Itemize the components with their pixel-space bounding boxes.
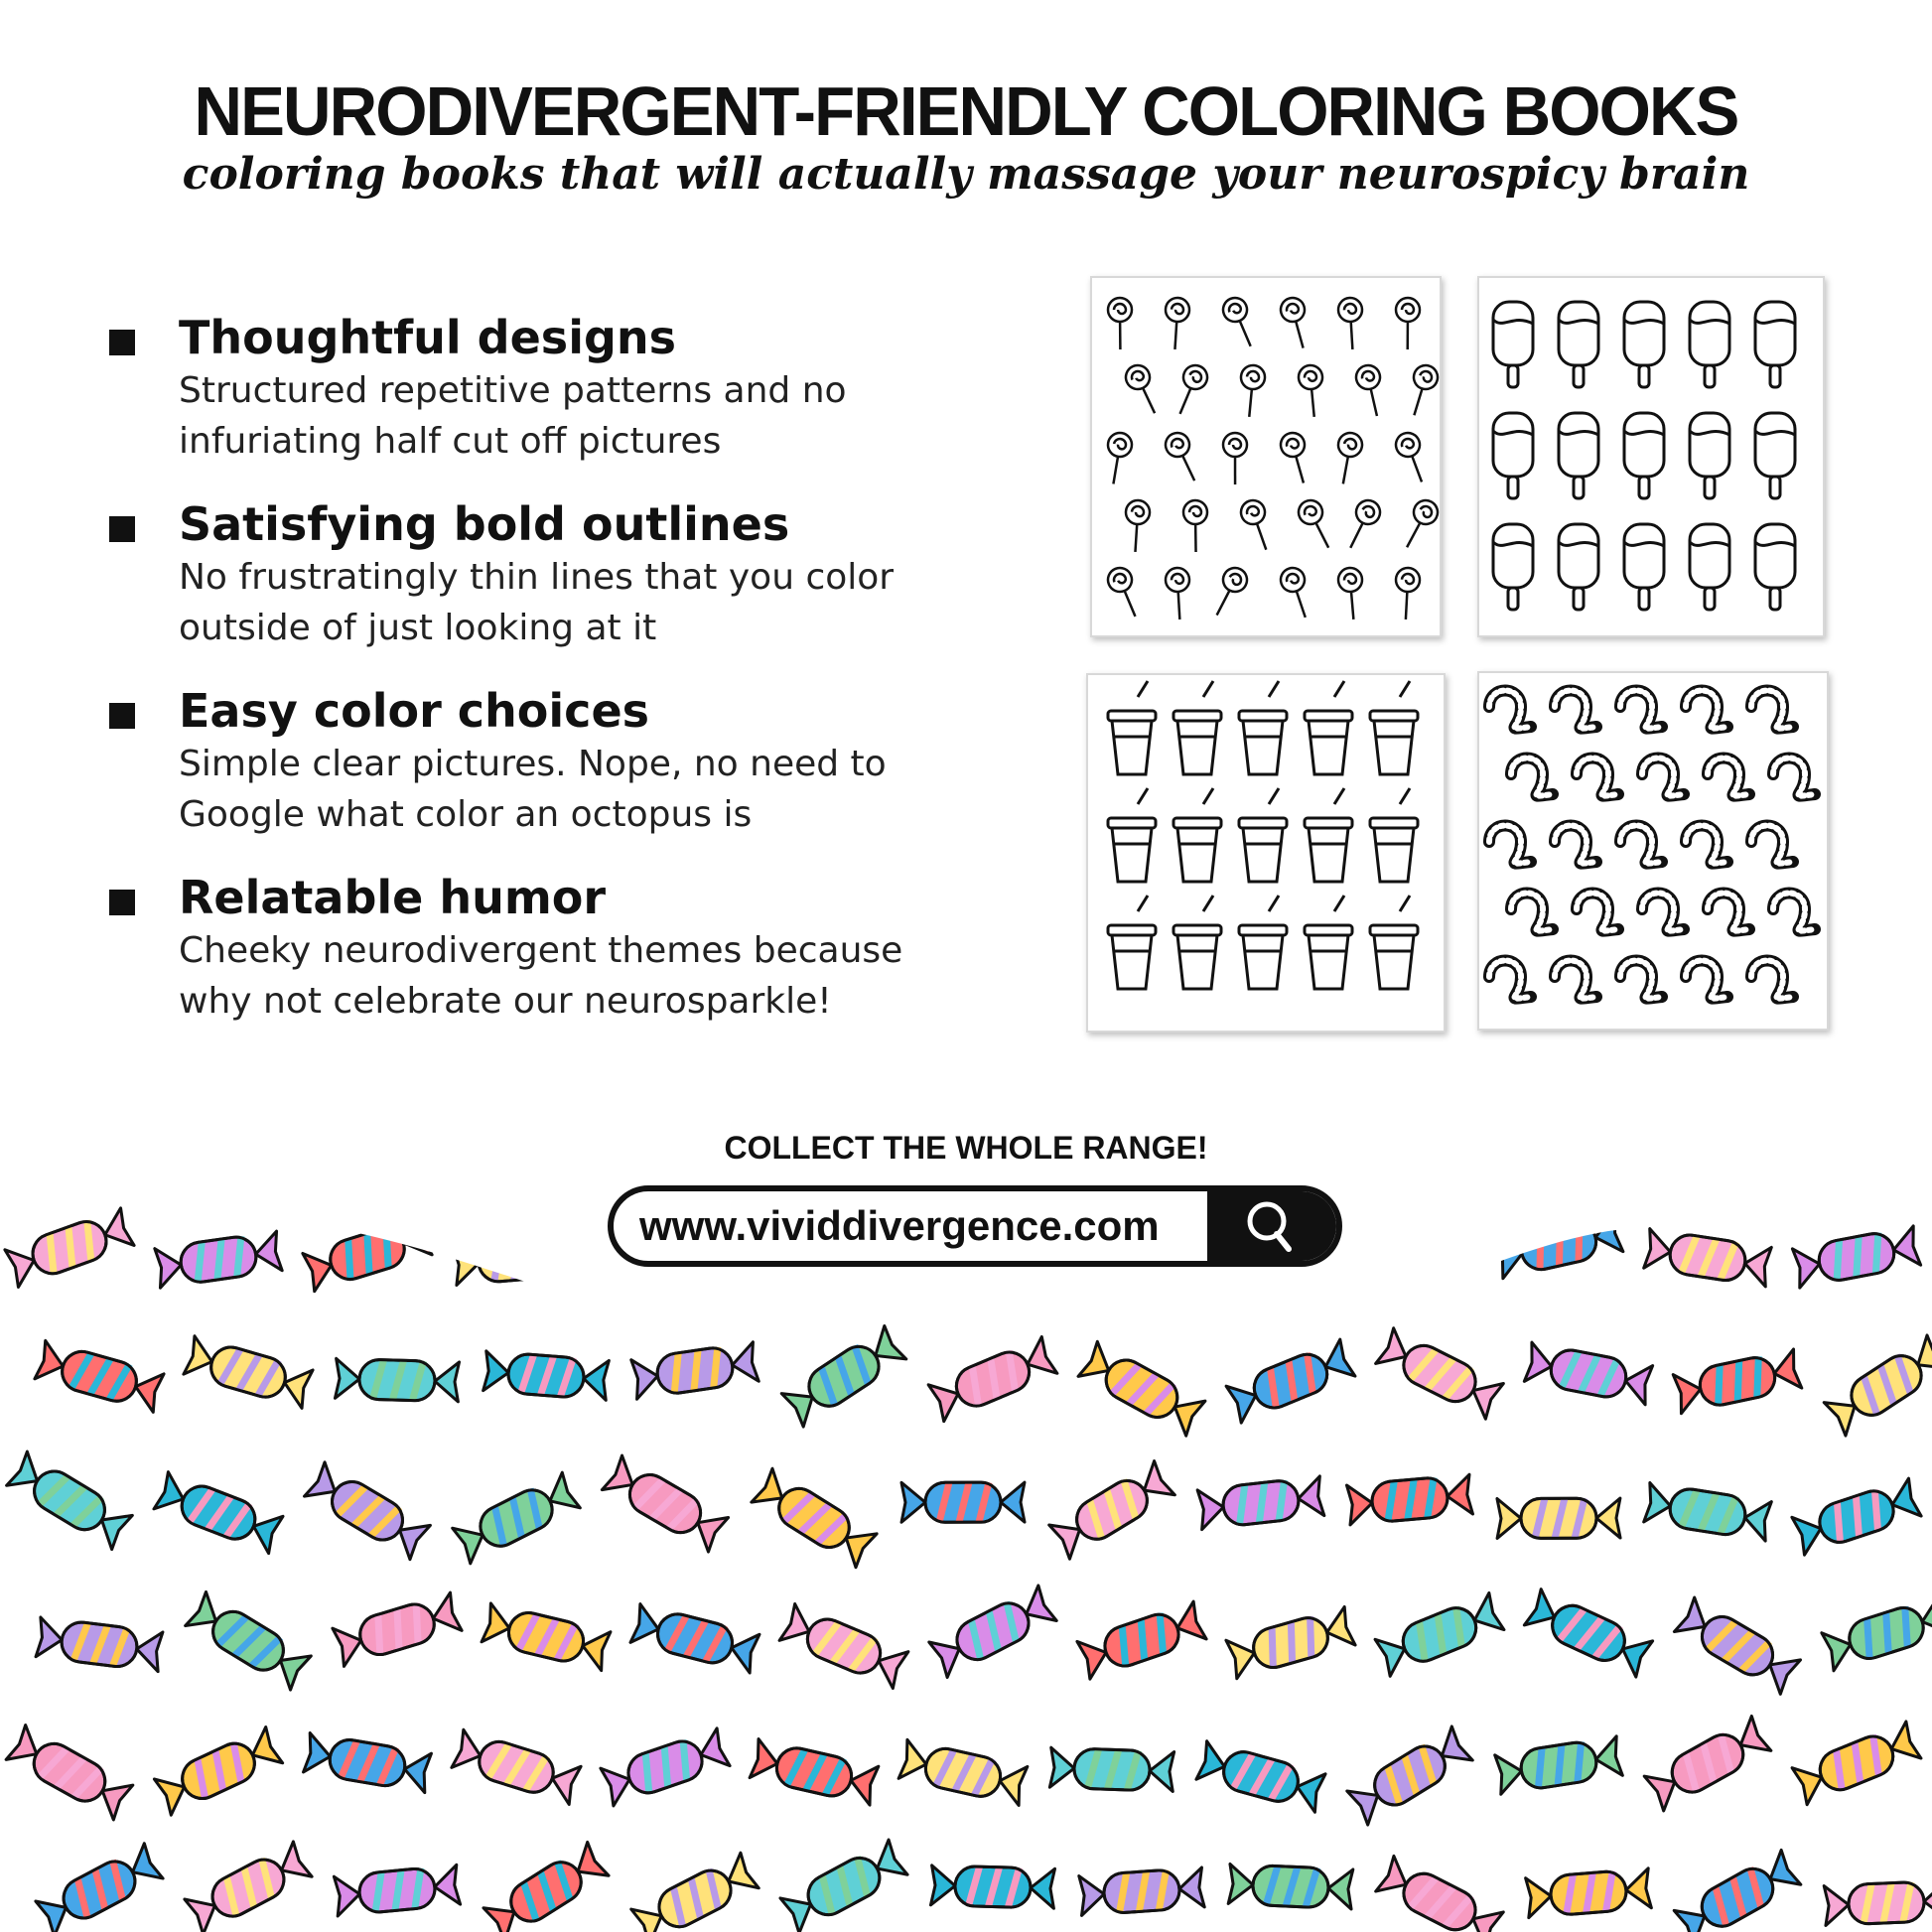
- preview-worms: [1477, 671, 1829, 1031]
- bullet-square-icon: [109, 330, 135, 355]
- search-icon: [1247, 1201, 1292, 1252]
- lollipop-group: [1106, 296, 1440, 621]
- feature-title: Satisfying bold outlines: [179, 497, 790, 551]
- feature-title: Thoughtful designs: [179, 311, 677, 364]
- website-url[interactable]: www.vividdivergence.com: [639, 1202, 1160, 1249]
- preview-drinks: [1086, 673, 1446, 1033]
- bullet-square-icon: [109, 703, 135, 729]
- preview-popsicles: [1477, 276, 1825, 637]
- bullet-square-icon: [109, 516, 135, 542]
- lollipop-pattern-icon: [1106, 296, 1440, 621]
- preview-lollipops: [1090, 276, 1442, 637]
- feature-description-line: No frustratingly thin lines that you col…: [179, 557, 895, 598]
- feature-description-line: outside of just looking at it: [179, 608, 657, 648]
- website-search-bar[interactable]: www.vividdivergence.com: [608, 1185, 1342, 1267]
- popsicle-group: [1491, 300, 1797, 612]
- gummy-worm-pattern-icon: [1483, 684, 1821, 1005]
- feature-title: Easy color choices: [179, 684, 650, 738]
- feature-description-line: infuriating half cut off pictures: [179, 421, 722, 462]
- page-subtitle: coloring books that will actually massag…: [182, 149, 1750, 200]
- feature-thoughtful-designs: Thoughtful designs Structured repetitive…: [109, 310, 1062, 467]
- feature-description-line: why not celebrate our neurosparkle!: [179, 981, 832, 1022]
- feature-bold-outlines: Satisfying bold outlines No frustratingl…: [109, 496, 1062, 653]
- feature-description-line: Google what color an octopus is: [179, 794, 753, 835]
- drink-cup-pattern-icon: [1106, 680, 1420, 991]
- feature-description-line: Simple clear pictures. Nope, no need to: [179, 744, 887, 784]
- search-button[interactable]: [1207, 1191, 1336, 1261]
- feature-title: Relatable humor: [179, 871, 607, 924]
- popsicle-pattern-icon: [1491, 300, 1797, 612]
- drink-cup-group: [1106, 680, 1420, 991]
- bullet-square-icon: [109, 890, 135, 915]
- feature-easy-colors: Easy color choices Simple clear pictures…: [109, 683, 1062, 840]
- feature-description-line: Cheeky neurodivergent themes because: [179, 930, 903, 971]
- page-title: NEURODIVERGENT-FRIENDLY COLORING BOOKS: [194, 72, 1740, 150]
- collect-heading: COLLECT THE WHOLE RANGE!: [724, 1130, 1208, 1166]
- feature-description-line: Structured repetitive patterns and no: [179, 370, 847, 411]
- feature-relatable-humor: Relatable humor Cheeky neurodivergent th…: [109, 870, 1062, 1027]
